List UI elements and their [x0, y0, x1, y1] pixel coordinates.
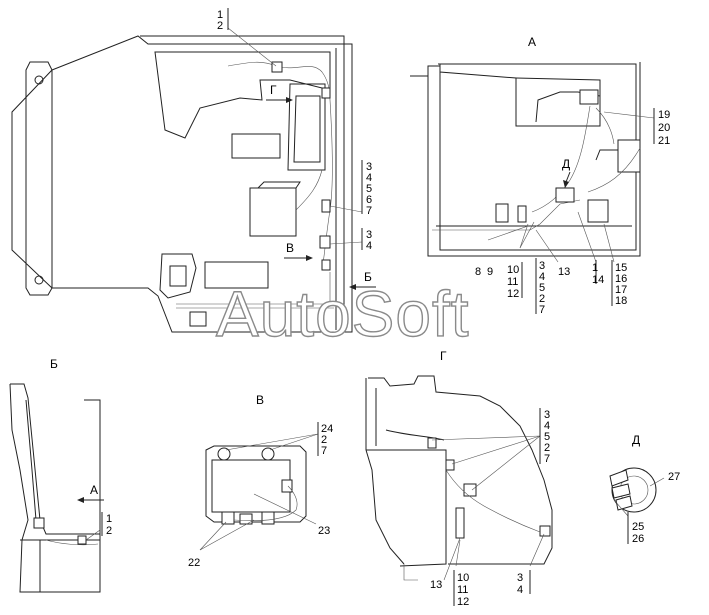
callout-g-bottom-1: 10 11 12 — [453, 570, 469, 608]
callout-label: 20 — [658, 122, 670, 134]
callout-g-right: 3 4 5 2 7 — [539, 408, 550, 465]
callout-label: 10 — [457, 572, 469, 584]
callout-label: 4 — [544, 420, 550, 432]
callout-a-bottom-2: 3 4 5 2 7 — [535, 258, 545, 316]
view-g: Г — [365, 349, 553, 581]
callout-label: 19 — [658, 109, 670, 121]
callout-label: 2 — [544, 442, 550, 454]
watermark: AutoSoft — [216, 278, 470, 350]
view-title: Б — [50, 357, 58, 371]
callout-label: 3 — [366, 229, 372, 241]
callout-label: 3 — [544, 409, 550, 421]
callout-b-parts: 1 2 — [101, 512, 112, 537]
callout-label: 2 — [539, 293, 545, 305]
arrow-label: Д — [562, 157, 570, 171]
view-a: А — [410, 35, 655, 263]
callout-label: 17 — [615, 284, 627, 296]
callout-label: 12 — [457, 596, 469, 608]
view-title: Г — [440, 349, 447, 363]
arrow-a-view-b: А — [77, 483, 104, 503]
arrow-label: А — [90, 483, 98, 497]
callout-label: 5 — [539, 282, 545, 294]
callout-label: 15 — [615, 262, 627, 274]
callout-label: 2 — [217, 20, 223, 32]
callout-v-23: 23 — [318, 525, 330, 537]
arrow-label: Г — [270, 83, 277, 97]
callout-a-9: 9 — [487, 266, 493, 278]
callout-g-13: 13 — [430, 579, 442, 591]
callout-label: 2 — [321, 434, 327, 446]
callout-v-top: 24 2 7 — [317, 422, 333, 457]
view-title: Д — [632, 433, 640, 447]
callout-a-bottom-1: 10 11 12 — [507, 262, 523, 300]
callout-d-27: 27 — [668, 471, 680, 483]
callout-g-bottom-2: 3 4 — [517, 570, 531, 596]
callout-label: 3 — [539, 260, 545, 272]
view-title: А — [528, 35, 536, 49]
callout-label: 1 — [106, 513, 112, 525]
callout-label: 3 — [366, 161, 372, 173]
callout-label: 18 — [615, 295, 627, 307]
callout-a-right-top: 19 20 21 — [653, 108, 670, 147]
callout-label: 2 — [106, 525, 112, 537]
view-v: В — [199, 393, 319, 551]
callout-label: 4 — [517, 584, 523, 596]
callout-v-22: 22 — [188, 557, 200, 569]
callout-label: 11 — [457, 584, 468, 596]
callout-label: 3 — [517, 572, 523, 584]
callout-label: 4 — [539, 271, 545, 283]
callout-label: 7 — [321, 445, 327, 457]
callout-label: 14 — [592, 274, 604, 286]
callout-label: 1 — [217, 9, 223, 21]
callout-label: 10 — [507, 264, 519, 276]
callout-label: 21 — [658, 135, 670, 147]
callout-label: 5 — [366, 183, 372, 195]
callout-label: 7 — [539, 304, 545, 316]
callout-label: 16 — [615, 273, 627, 285]
callout-main-right-1: 3 4 5 6 7 — [361, 160, 372, 217]
view-title: В — [256, 393, 264, 407]
callout-label: 12 — [507, 288, 519, 300]
callout-label: 7 — [544, 453, 550, 465]
view-d: Д — [609, 433, 665, 517]
callout-label: 24 — [321, 423, 333, 435]
callout-a-8: 8 — [475, 266, 481, 278]
callout-label: 4 — [366, 240, 372, 252]
arrow-g-main: Г — [266, 83, 293, 103]
callout-main-top: 1 2 — [217, 8, 229, 32]
arrow-d-view-a: Д — [562, 157, 571, 188]
callout-label: 7 — [366, 205, 372, 217]
arrow-label: Б — [364, 270, 372, 284]
callout-label: 25 — [632, 521, 644, 533]
arrow-label: В — [286, 241, 294, 255]
callout-label: 11 — [507, 276, 518, 288]
arrow-b-main: Б — [349, 270, 376, 290]
callout-d-bottom: 25 26 — [627, 512, 644, 545]
callout-label: 26 — [632, 533, 644, 545]
callout-main-right-2: 3 4 — [361, 228, 372, 252]
callout-a-13: 13 — [558, 266, 570, 278]
main-view — [11, 27, 363, 333]
callout-label: 1 — [592, 262, 598, 274]
callout-label: 6 — [366, 194, 372, 206]
view-b: Б — [9, 357, 101, 593]
callout-label: 4 — [366, 172, 372, 184]
callout-label: 5 — [544, 431, 550, 443]
arrow-v-main: В — [284, 241, 313, 261]
callout-a-bottom-3: 1 14 — [592, 260, 604, 286]
callout-a-bottom-4: 15 16 17 18 — [611, 260, 627, 307]
